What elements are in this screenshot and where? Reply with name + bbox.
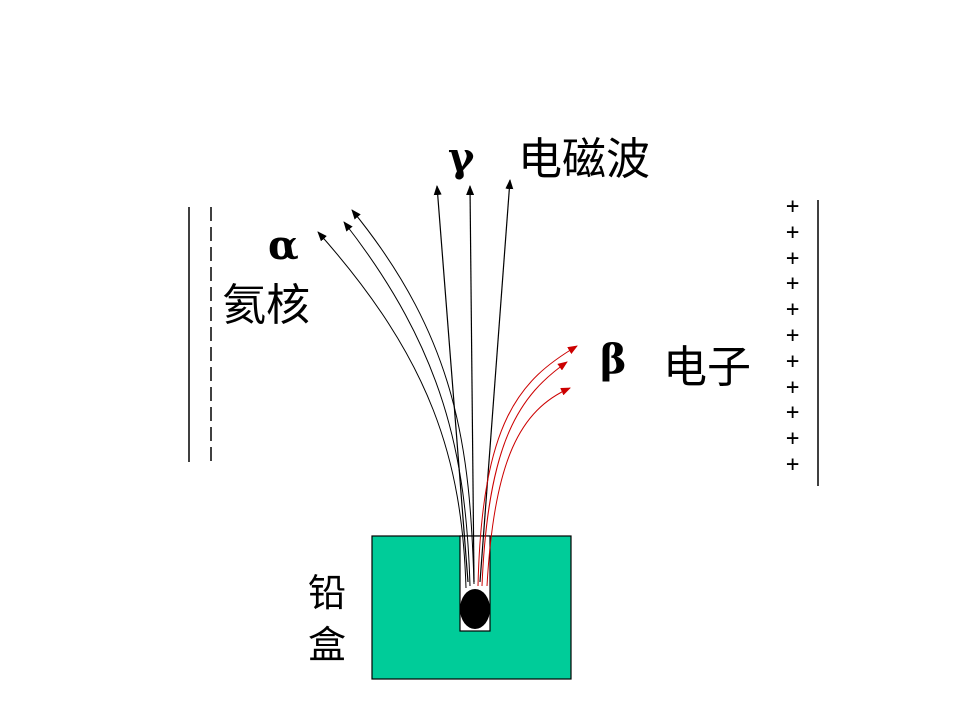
alpha-symbol: α [268, 222, 299, 269]
beta-ray [481, 361, 568, 587]
alpha-ray [351, 209, 475, 585]
plus-sign: + [786, 323, 800, 348]
lead-box-label-2: 盒 [308, 623, 347, 667]
alpha-ray [317, 231, 467, 589]
plus-sign: + [786, 194, 800, 219]
gamma-ray [479, 179, 514, 583]
lead-box-label-1: 铅 [308, 571, 347, 615]
beta-label: 电子 [663, 342, 751, 393]
plus-sign: + [786, 245, 800, 271]
gamma-symbol: γ [448, 134, 475, 181]
radioactive-source [460, 589, 490, 629]
beta-ray [486, 387, 571, 587]
plus-sign: + [786, 400, 800, 426]
plus-sign: + [786, 374, 800, 400]
gamma-ray [466, 185, 475, 583]
plus-sign: + [786, 219, 800, 245]
plus-sign: + [786, 271, 800, 297]
gamma-ray [433, 185, 469, 583]
plus-sign: + [786, 348, 800, 374]
beta-symbol: β [600, 336, 627, 383]
beta-ray [477, 345, 578, 587]
plus-sign: + [786, 452, 800, 477]
plus-sign: + [786, 297, 800, 323]
plus-sign: + [786, 426, 800, 452]
alpha-label: 氦核 [222, 280, 310, 331]
alpha-ray [343, 221, 471, 587]
gamma-label: 电磁波 [518, 134, 650, 185]
